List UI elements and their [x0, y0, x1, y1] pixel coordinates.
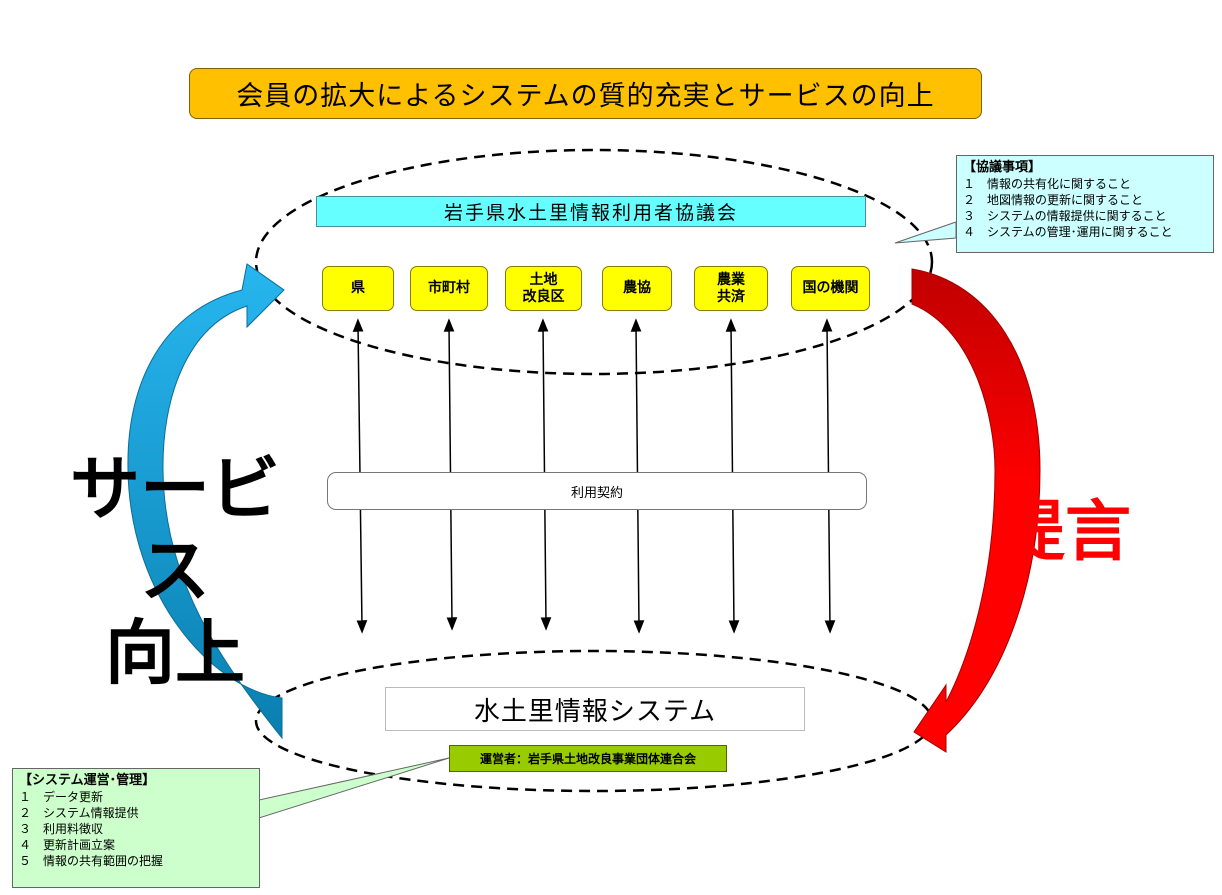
- note-bottom-tail: [258, 757, 450, 819]
- service-label-line2: 向上: [105, 612, 245, 694]
- note-item: ２ システム情報提供: [19, 806, 139, 820]
- council-ellipse: [254, 148, 934, 376]
- note-heading: 【システム運営･管理】: [19, 773, 156, 788]
- operator-box: 運営者：岩手県土地改良事業団体連合会: [449, 745, 727, 772]
- note-item: ２ 地図情報の更新に関すること: [963, 193, 1144, 207]
- member-label: 農業: [717, 271, 745, 288]
- note-item: ４ 更新計画立案: [19, 838, 116, 852]
- member-label: 国の機関: [802, 280, 859, 296]
- operator-label: 運営者：岩手県土地改良事業団体連合会: [479, 752, 696, 766]
- note-item: ５ 情報の共有範囲の把握: [19, 854, 164, 868]
- note-item: ３ 利用料徴収: [19, 822, 104, 836]
- contract-box: 利用契約: [327, 472, 867, 510]
- proposal-arrow: [911, 268, 1041, 753]
- note-item: １ 情報の共有化に関すること: [963, 177, 1132, 191]
- system-operation-note: 【システム運営･管理】 １ データ更新 ２ システム情報提供 ３ 利用料徴収 ４ 更新計…: [12, 768, 260, 888]
- system-name: 水土里情報システム: [473, 696, 717, 727]
- council-agenda-note: 【協議事項】 １ 情報の共有化に関すること ２ 地図情報の更新に関すること ３ システ…: [956, 155, 1214, 253]
- service-improvement-label: サービス 向上: [40, 448, 310, 694]
- member-label: 土地: [529, 271, 558, 288]
- note-item: １ データ更新: [19, 790, 104, 804]
- member-label: 県: [351, 280, 365, 296]
- service-arrow: [127, 263, 285, 740]
- system-name-box: 水土里情報システム: [385, 687, 805, 731]
- member-label-2: 共済: [717, 288, 745, 305]
- note-heading: 【協議事項】: [963, 160, 1042, 175]
- council-name: 岩手県水土里情報利用者協議会: [443, 202, 738, 224]
- service-label-line1: サービス: [70, 448, 280, 612]
- note-top-tail: [894, 221, 957, 244]
- member-prefecture: 県: [322, 266, 394, 311]
- contract-label: 利用契約: [570, 485, 623, 501]
- member-municipality: 市町村: [410, 266, 488, 311]
- member-ja: 農協: [602, 266, 672, 311]
- member-label: 市町村: [428, 280, 470, 296]
- member-mutual-aid: 農業共済: [694, 266, 768, 311]
- proposal-label: 提言: [990, 478, 1140, 574]
- member-land-improvement: 土地改良区: [505, 266, 582, 311]
- note-item: ４ システムの管理･運用に関すること: [963, 225, 1173, 239]
- member-label: 農協: [623, 280, 651, 296]
- proposal-label-text: 提言: [999, 493, 1131, 570]
- page-title: 会員の拡大によるシステムの質的充実とサービスの向上: [189, 68, 982, 119]
- page-title-text: 会員の拡大によるシステムの質的充実とサービスの向上: [236, 81, 935, 112]
- note-item: ３ システムの情報提供に関すること: [963, 209, 1167, 223]
- member-national-agency: 国の機関: [791, 266, 870, 311]
- council-name-box: 岩手県水土里情報利用者協議会: [316, 196, 866, 227]
- member-label-2: 改良区: [522, 288, 565, 305]
